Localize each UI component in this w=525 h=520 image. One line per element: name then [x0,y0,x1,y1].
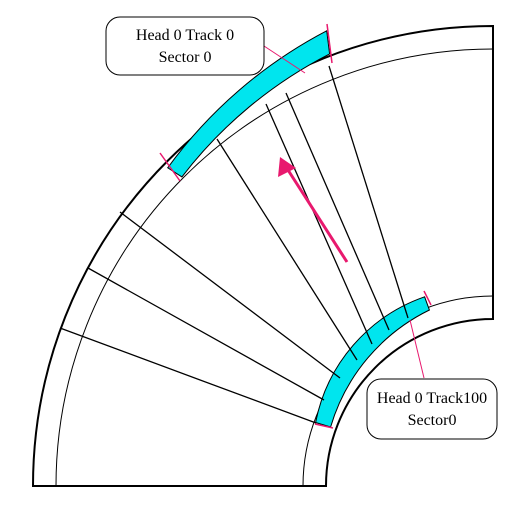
callout-track100-line2: Sector0 [408,412,457,429]
arrow-icon [278,157,349,263]
callout-track0-line2: Sector 0 [159,49,212,66]
sector-spokes [59,65,409,424]
track0-end-tick [159,152,181,182]
callout-track100-box [366,378,498,440]
sector-spoke [59,327,317,424]
sector-spoke [119,211,341,379]
callout-track0-box [105,16,265,76]
track0-start-tick [326,23,333,64]
outer-track-inner-arc [55,48,494,487]
sector-spoke [87,267,325,401]
sector-spoke [285,92,390,331]
track100-end-tick [314,423,334,429]
callout-track100: Head 0 Track100 Sector0 [366,319,498,440]
sector-spoke [265,103,373,345]
callout-track100-line1: Head 0 Track100 [377,390,487,407]
callout-track0-line1: Head 0 Track 0 [136,27,234,44]
callout-track0: Head 0 Track 0 Sector 0 [105,16,306,76]
sector-spoke [216,138,358,361]
callout-track0-leader [263,45,306,74]
track100-highlight-band [315,296,431,428]
track100-start-tick [423,290,432,306]
callout-track100-leader [409,319,425,379]
sector-spoke [328,65,409,319]
